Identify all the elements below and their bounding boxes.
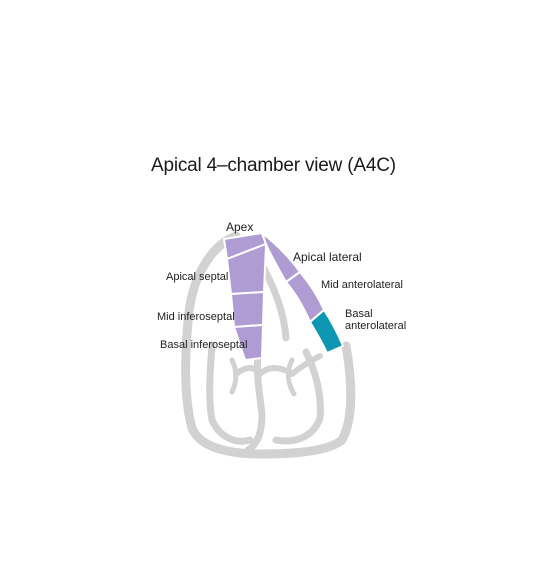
segment-labels: Apex Apical septal Mid inferoseptal Basa… (157, 220, 406, 351)
heart-outline (181, 231, 356, 459)
label-mid-anterolateral: Mid anterolateral (321, 279, 403, 291)
label-basal-anterolateral-line2: anterolateral (345, 320, 406, 332)
label-apex: Apex (226, 220, 253, 234)
right-atrium-wall (206, 341, 254, 445)
left-atrium-wall (272, 348, 324, 445)
page-title: Apical 4–chamber view (A4C) (151, 155, 396, 176)
segments (223, 232, 344, 361)
label-apical-septal: Apical septal (166, 271, 228, 283)
label-mid-inferoseptal: Mid inferoseptal (157, 311, 235, 323)
valve-leaflet-right (229, 357, 239, 395)
label-apical-lateral: Apical lateral (293, 250, 362, 264)
segment-basal-anterolateral (309, 309, 344, 354)
atrioventricular-plane (233, 353, 323, 377)
heart-outer-wall (181, 231, 356, 459)
label-basal-inferoseptal: Basal inferoseptal (160, 339, 247, 351)
label-basal-anterolateral-line1: Basal (345, 308, 373, 320)
valve-leaflet-left (285, 357, 297, 397)
segment-mid-inferoseptal (230, 291, 265, 328)
segment-basal-inferoseptal (233, 324, 264, 361)
